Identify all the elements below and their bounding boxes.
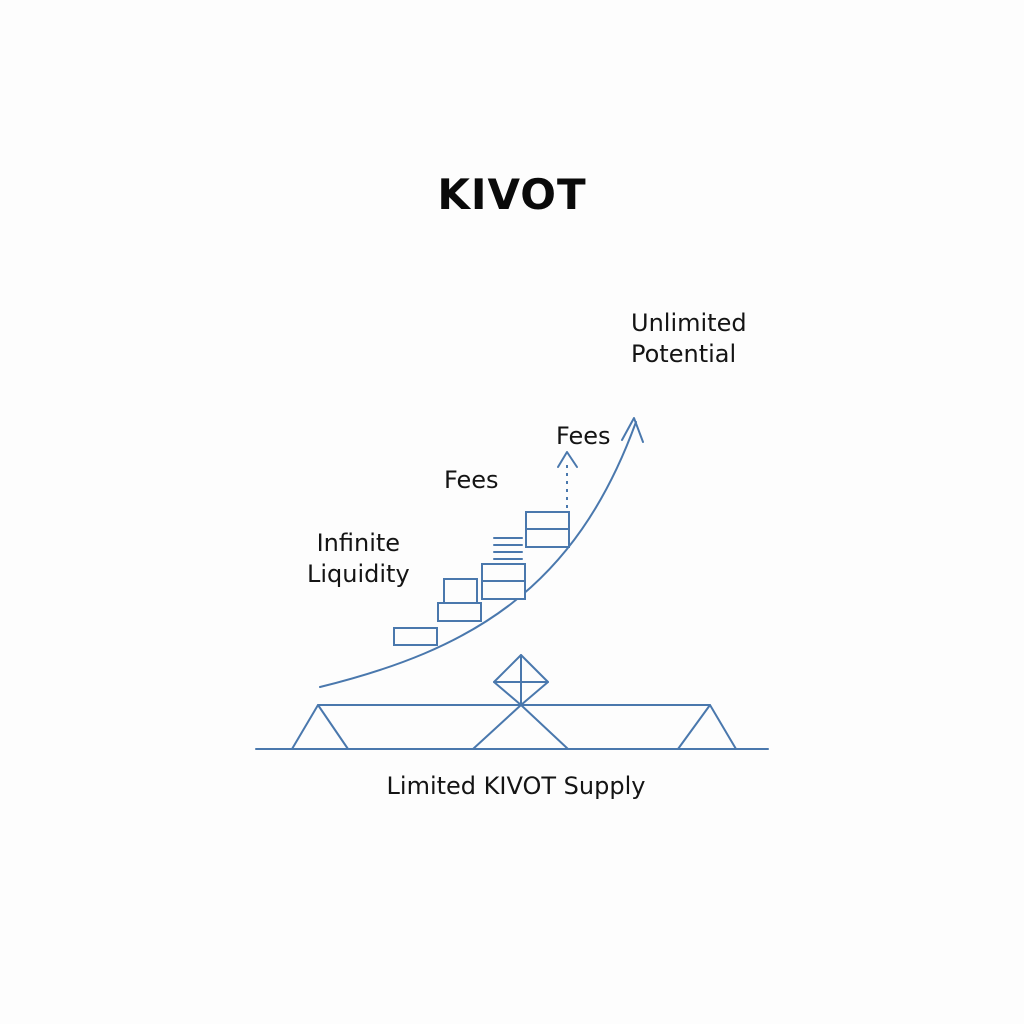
right-support <box>677 704 737 750</box>
center-support <box>472 704 569 750</box>
fees-arrowhead <box>557 451 578 468</box>
diagram-title: KIVOT <box>437 170 587 219</box>
stack-lines <box>493 537 523 560</box>
label-fees-lower: Fees <box>444 466 499 494</box>
block-step-2-base <box>437 602 482 622</box>
label-fees-upper: Fees <box>556 422 611 450</box>
label-limited-supply: Limited KIVOT Supply <box>386 772 646 800</box>
block-step-1 <box>393 627 438 646</box>
growth-curve <box>319 421 637 688</box>
label-infinite-liquidity: Infinite Liquidity <box>307 528 410 590</box>
label-unlimited-potential-line1: Unlimited <box>631 309 747 337</box>
block-step-2-top <box>443 578 478 604</box>
label-infinite-liquidity-line2: Liquidity <box>307 560 410 588</box>
growth-curve-arrowhead <box>621 417 644 443</box>
label-unlimited-potential-line2: Potential <box>631 340 737 368</box>
label-unlimited-potential: Unlimited Potential <box>631 308 747 370</box>
left-support <box>291 704 349 750</box>
label-infinite-liquidity-line1: Infinite <box>316 529 401 557</box>
